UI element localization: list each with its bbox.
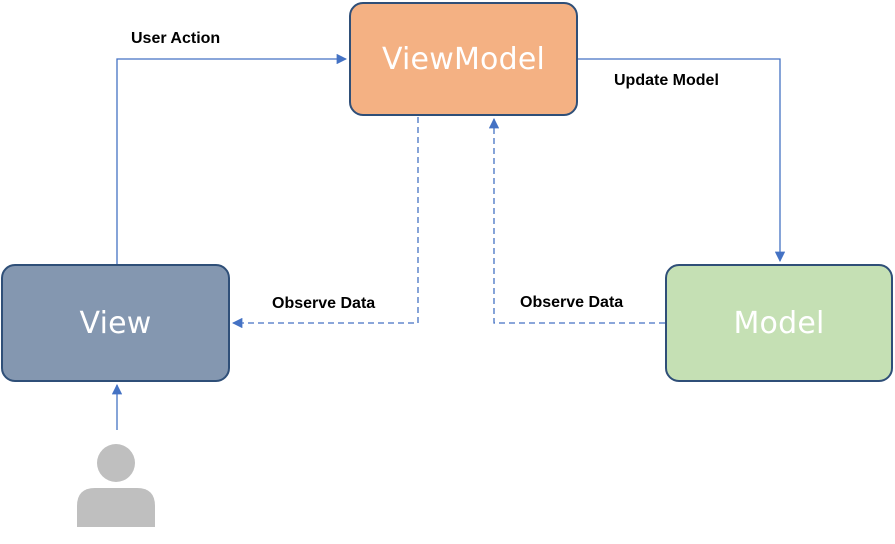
observe-data-left-arrow bbox=[231, 117, 419, 329]
user-action-label: User Action bbox=[131, 30, 221, 47]
observe-data-right-arrow bbox=[488, 117, 665, 324]
observe-data-left-label: Observe Data bbox=[272, 295, 376, 312]
view-box: View bbox=[1, 264, 230, 382]
viewmodel-label: ViewModel bbox=[381, 41, 546, 77]
user-action-arrow bbox=[116, 53, 348, 264]
view-label: View bbox=[79, 305, 152, 341]
model-label: Model bbox=[733, 305, 825, 341]
user-icon bbox=[77, 444, 155, 527]
update-model-arrow bbox=[578, 58, 786, 263]
observe-data-right-label: Observe Data bbox=[520, 294, 624, 311]
viewmodel-box: ViewModel bbox=[349, 2, 578, 116]
model-box: Model bbox=[665, 264, 893, 382]
update-model-label: Update Model bbox=[614, 72, 719, 89]
